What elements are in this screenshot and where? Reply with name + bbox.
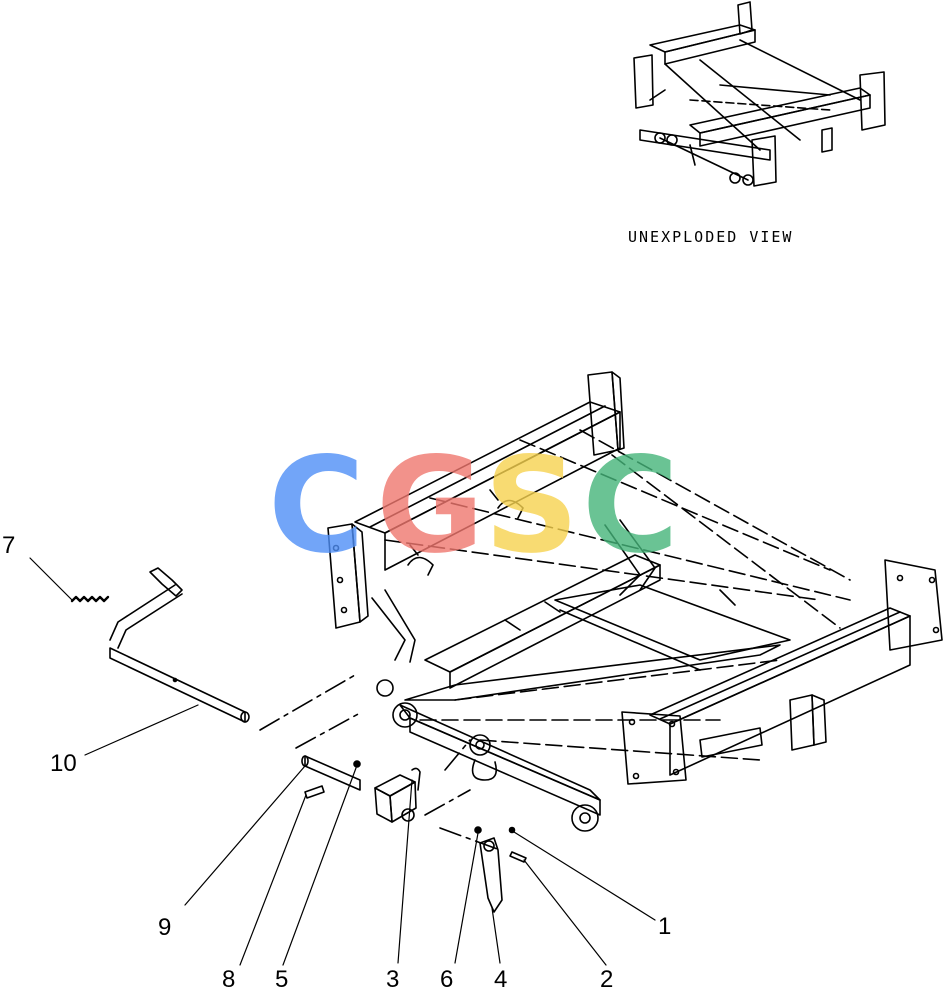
part-6-washer xyxy=(474,826,482,834)
watermark-letter-4: C xyxy=(582,429,679,583)
callout-leader-lines xyxy=(29,557,656,966)
callout-10: 10 xyxy=(50,750,77,777)
assembly-center-lines xyxy=(259,674,501,851)
watermark-letter-2: G xyxy=(376,429,485,583)
callout-2: 2 xyxy=(600,966,614,993)
part-5-clip xyxy=(353,760,361,768)
unexploded-view-caption: UNEXPLODED VIEW xyxy=(628,228,794,246)
callout-8: 8 xyxy=(222,966,236,993)
callout-7: 7 xyxy=(2,532,16,559)
part-2-bolt xyxy=(509,851,527,863)
part-3-latch-bracket xyxy=(374,767,421,823)
part-9-pin xyxy=(301,755,361,791)
watermark-letter-3: S xyxy=(484,429,580,583)
part-1-nut xyxy=(508,826,516,834)
callout-6: 6 xyxy=(440,966,454,993)
callout-9: 9 xyxy=(158,914,172,941)
callout-5: 5 xyxy=(275,966,289,993)
main-frame-drawing xyxy=(327,371,943,832)
watermark-letter-1: C xyxy=(268,429,365,583)
part-7-spring xyxy=(70,595,110,603)
part-4-latch-arm xyxy=(479,837,503,913)
callout-1: 1 xyxy=(658,913,672,940)
callout-4: 4 xyxy=(494,966,508,993)
unexploded-view-drawing xyxy=(633,1,886,187)
callout-3: 3 xyxy=(386,966,400,993)
part-10-lift-handle xyxy=(109,567,250,723)
part-8-cotter xyxy=(304,785,325,799)
